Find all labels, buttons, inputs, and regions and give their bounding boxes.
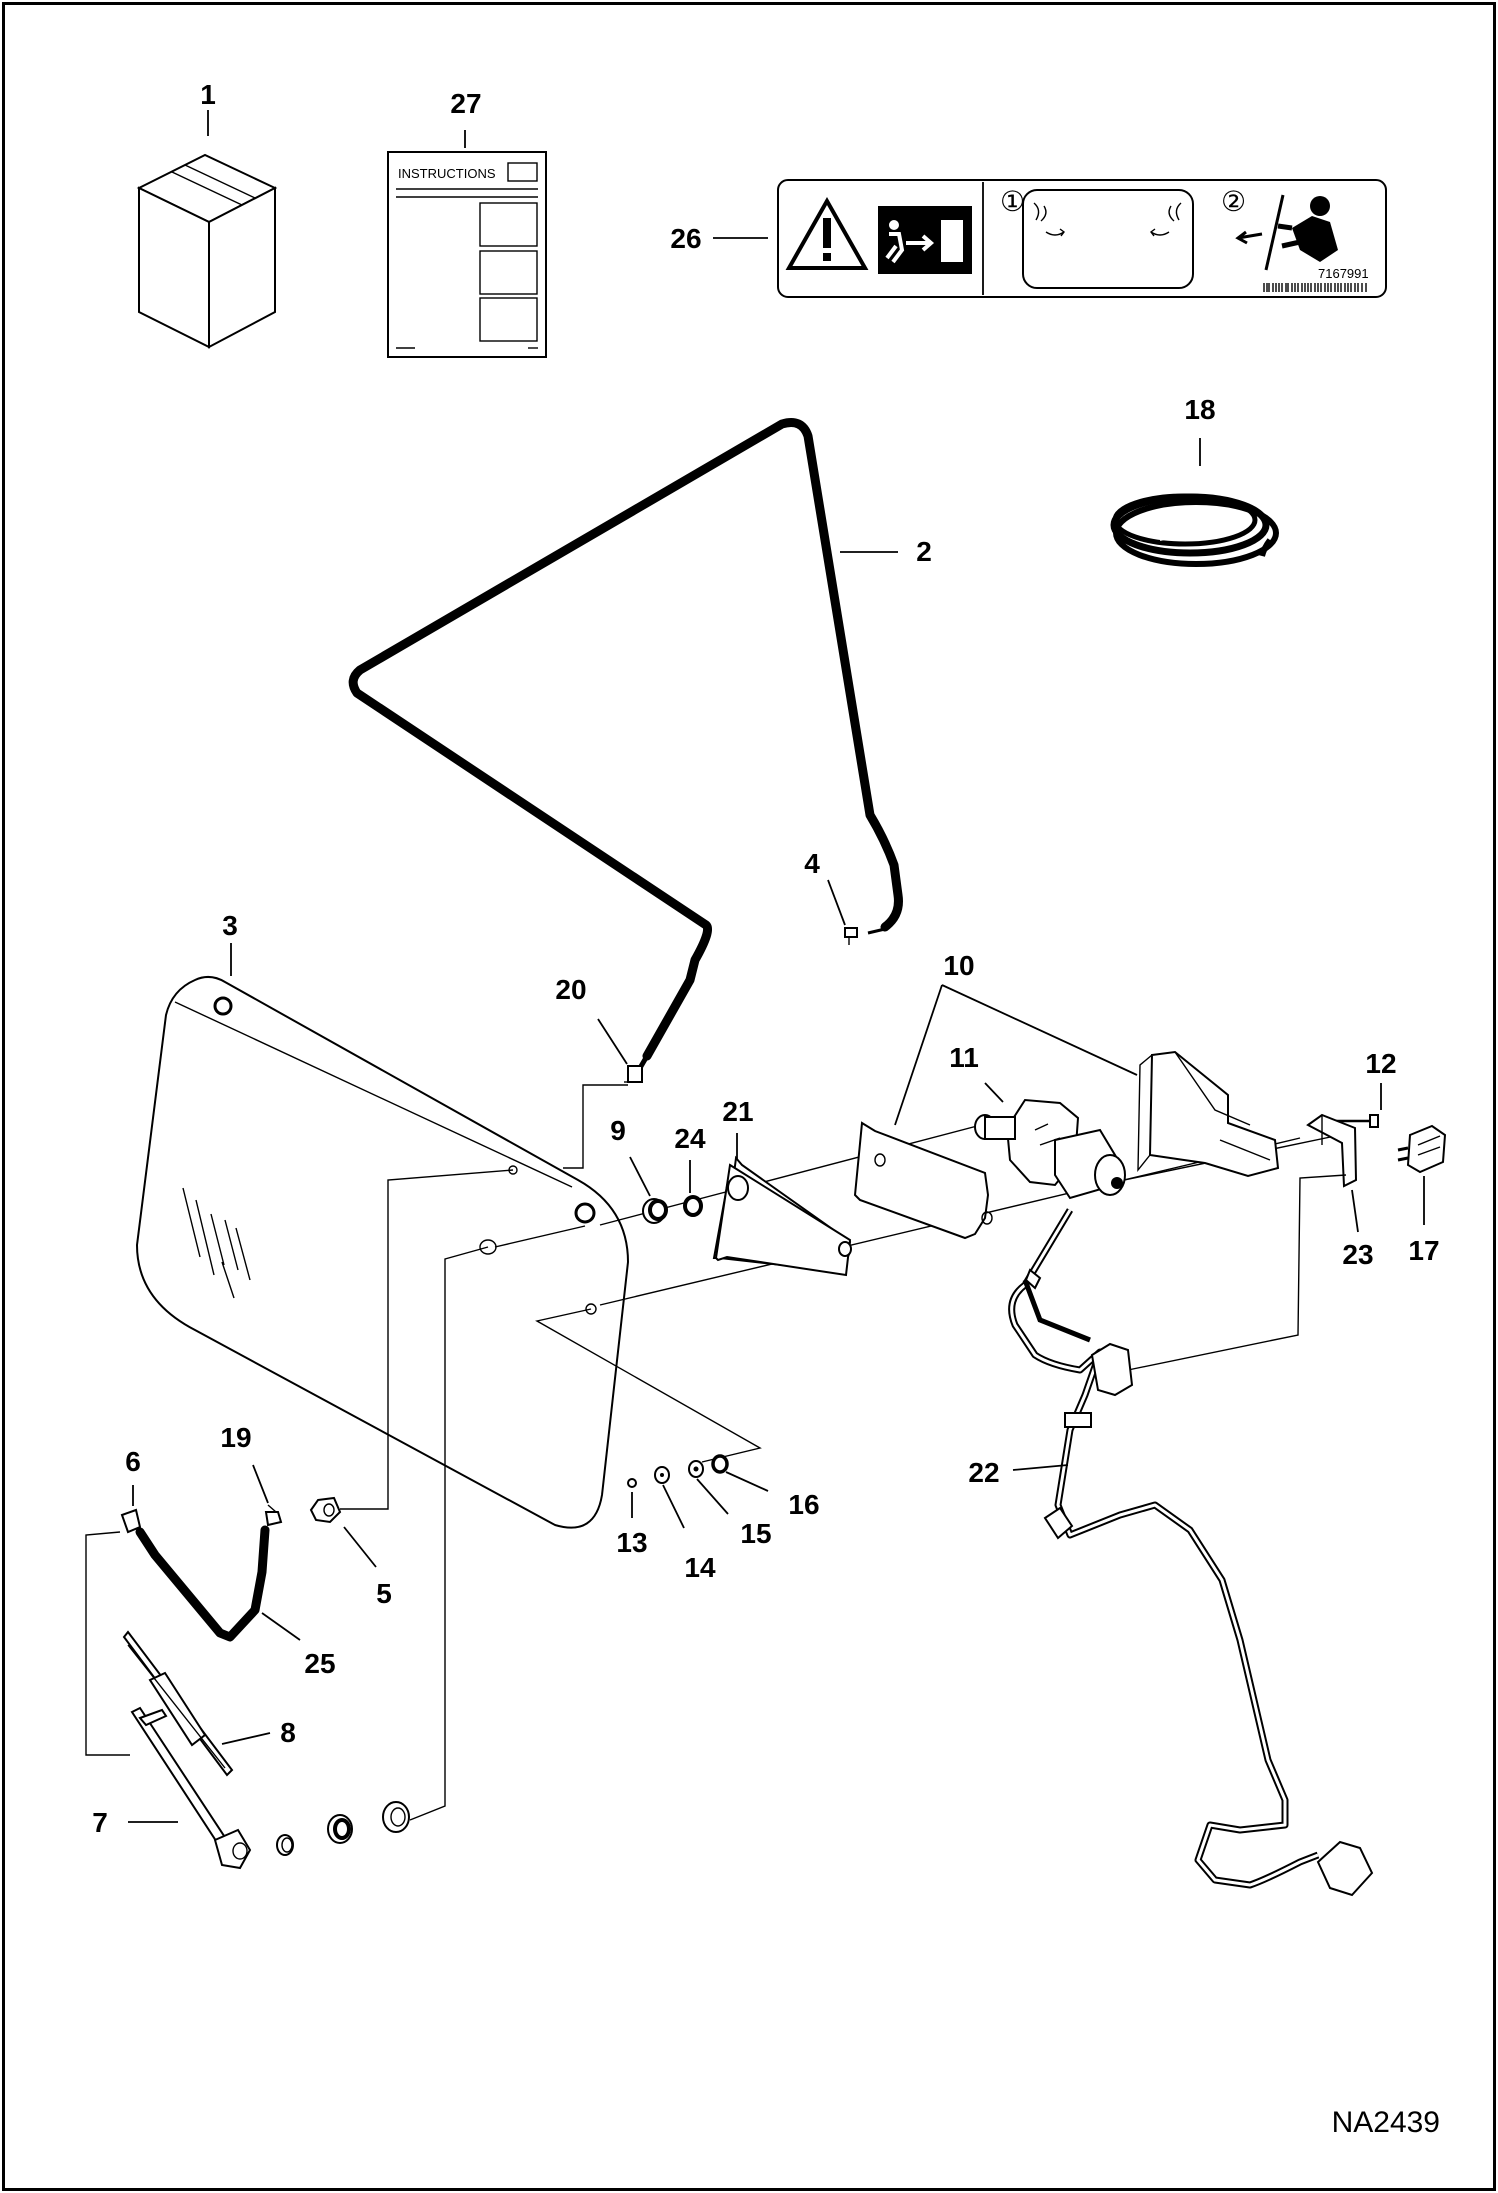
callout-4: 4 [804, 848, 820, 879]
box-part [136, 153, 278, 349]
callout-22: 22 [968, 1457, 999, 1488]
washer-hose [348, 418, 903, 1061]
hose-25 [135, 1525, 270, 1642]
barcode [1262, 283, 1372, 292]
hose-fitting-4 [844, 927, 886, 945]
callout-18: 18 [1184, 394, 1215, 425]
callout-26: 26 [670, 223, 701, 254]
callout-11: 11 [949, 1042, 979, 1073]
fitting-19 [264, 1504, 283, 1527]
callout-7: 7 [92, 1807, 108, 1838]
wiper-motor [974, 1098, 1126, 1200]
wiper-blade [122, 1630, 234, 1777]
callout-8: 8 [280, 1717, 296, 1748]
callout-12: 12 [1365, 1048, 1396, 1079]
washer-14 [654, 1466, 670, 1484]
callout-27: 27 [450, 88, 481, 119]
window-glass [135, 976, 630, 1529]
callout-6: 6 [125, 1446, 141, 1477]
decal-step-1: ① [1000, 186, 1025, 217]
nut-5 [309, 1496, 342, 1524]
wiper-arm [130, 1706, 252, 1870]
spindle-seal [382, 1801, 410, 1833]
bracket-10 [853, 1121, 993, 1240]
spindle-washer [327, 1814, 353, 1844]
nut-16 [711, 1454, 729, 1474]
drawing-code: NA2439 [1332, 2106, 1440, 2139]
wiring-harness [1008, 1208, 1374, 1897]
decal: ① ② 7167991 [777, 179, 1387, 298]
nut-13 [627, 1478, 637, 1488]
push-window-icon [1235, 194, 1338, 271]
callout-13: 13 [616, 1527, 647, 1558]
instructions-sheet: INSTRUCTIONS [387, 151, 547, 358]
instructions-heading: INSTRUCTIONS [398, 166, 496, 181]
callout-24: 24 [674, 1123, 706, 1154]
callout-10: 10 [943, 950, 974, 981]
callout-14: 14 [684, 1552, 716, 1583]
callout-1: 1 [200, 79, 216, 110]
callout-20: 20 [555, 974, 586, 1005]
decal-step-2: ② [1221, 186, 1246, 217]
coiled-hose [1110, 493, 1279, 567]
washer-15 [688, 1460, 704, 1478]
callout-5: 5 [376, 1578, 392, 1609]
callout-21: 21 [722, 1096, 753, 1127]
nozzle-6 [120, 1508, 142, 1534]
window-icon [1022, 189, 1194, 289]
callout-23: 23 [1342, 1239, 1373, 1270]
motor-cover-10 [1137, 1050, 1280, 1178]
o-ring-24 [683, 1195, 703, 1217]
hose-connector-20 [624, 1054, 650, 1083]
callout-17: 17 [1408, 1235, 1439, 1266]
callout-3: 3 [222, 910, 238, 941]
grommet-9 [642, 1198, 668, 1224]
callout-25: 25 [304, 1648, 335, 1679]
callout-2: 2 [916, 536, 932, 567]
rocker-switch [1397, 1124, 1447, 1174]
callout-16: 16 [788, 1489, 819, 1520]
decal-part-number: 7167991 [1318, 266, 1369, 281]
callout-19: 19 [220, 1422, 251, 1453]
bracket-23 [1306, 1113, 1358, 1188]
callout-15: 15 [740, 1518, 771, 1549]
spindle-nut [276, 1834, 294, 1856]
mounting-plate-21 [712, 1155, 852, 1277]
callout-9: 9 [610, 1115, 626, 1146]
